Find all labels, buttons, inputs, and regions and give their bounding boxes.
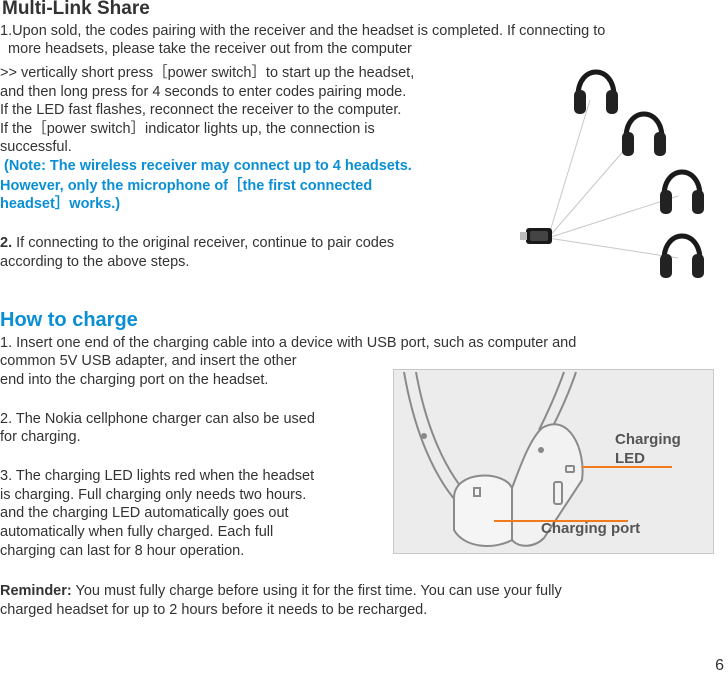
reminder-line-2: charged headset for up to 2 hours before… (0, 602, 428, 618)
share-line-5: If the LED fast flashes, reconnect the r… (0, 102, 402, 118)
section-title-charge: How to charge (0, 309, 138, 331)
charging-led-label-1: Charging (615, 431, 681, 448)
share-line-1: 1.Upon sold, the codes pairing with the … (0, 23, 606, 39)
page-number: 6 (715, 657, 724, 674)
share-note-line-2: However, only the microphone of［the firs… (0, 178, 373, 194)
share-line-2: more headsets, please take the receiver … (0, 41, 412, 57)
charge-line-5: 2. The Nokia cellphone charger can also … (0, 411, 315, 427)
section-title-multilink: Multi-Link Share (2, 0, 150, 19)
charge-line-8: 3. The charging LED lights red when the … (0, 468, 315, 484)
charge-line-9: is charging. Full charging only needs tw… (0, 487, 307, 503)
share-note-line-3: headset］works.) (0, 196, 121, 212)
share-line-4: and then long press for 4 seconds to ent… (0, 84, 407, 100)
headset-charging-photo: Charging LED Charging port (393, 369, 714, 554)
charging-led-label-2: LED (615, 450, 645, 467)
headset-outline-icon (403, 371, 584, 547)
share-line-3: >> vertically short press［power switch］t… (0, 65, 415, 81)
headset-icon-1 (574, 69, 618, 114)
headset-icon-3 (660, 169, 704, 214)
share-line-7: successful. (0, 139, 72, 155)
charging-port-callout-line (494, 520, 628, 522)
charge-line-3: end into the charging port on the headse… (0, 372, 269, 388)
share-step2-text: If connecting to the original receiver, … (12, 235, 395, 251)
charge-line-12: charging can last for 8 hour operation. (0, 543, 245, 559)
charge-line-1: 1. Insert one end of the charging cable … (0, 335, 577, 351)
charge-line-6: for charging. (0, 429, 81, 445)
share-step2-line-1: 2. If connecting to the original receive… (0, 234, 394, 252)
charge-line-10: and the charging LED automatically goes … (0, 505, 289, 521)
headset-icon-4 (660, 233, 704, 278)
charging-led-callout-line (582, 466, 672, 468)
reminder-line-1: Reminder: You must fully charge before u… (0, 582, 562, 600)
share-step2-line-2: according to the above steps. (0, 254, 190, 270)
share-note-line-1: (Note: The wireless receiver may connect… (0, 158, 412, 174)
charge-line-11: automatically when fully charged. Each f… (0, 524, 274, 540)
reminder-label: Reminder: (0, 583, 72, 599)
reminder-text: You must fully charge before using it fo… (71, 583, 562, 599)
headset-icon-2 (622, 111, 666, 156)
share-line-6: If the［power switch］indicator lights up,… (0, 121, 375, 137)
charging-port-label: Charging port (541, 520, 641, 537)
charge-line-2: common 5V USB adapter, and insert the ot… (0, 353, 297, 369)
multilink-illustration (520, 69, 704, 278)
usb-receiver-icon (520, 228, 552, 244)
share-step2-number: 2. (0, 235, 13, 251)
